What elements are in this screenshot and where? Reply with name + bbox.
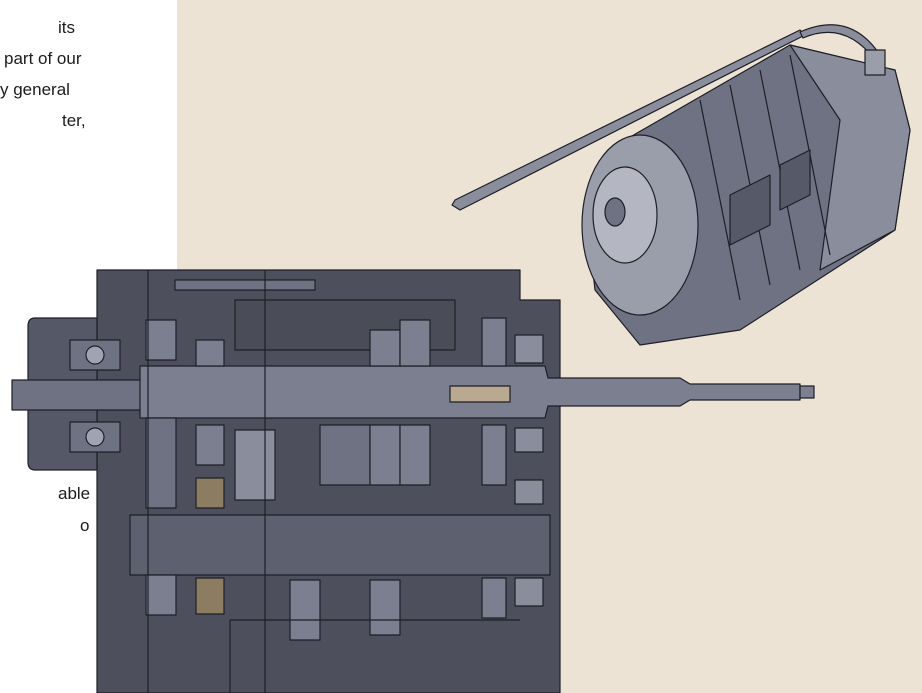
text-line: its	[58, 18, 75, 37]
text-line: ter,	[62, 111, 86, 130]
text-line: y general	[0, 80, 70, 99]
text-line: able	[58, 484, 91, 503]
text-line: part of our	[4, 49, 82, 68]
text-line: o	[80, 516, 90, 535]
